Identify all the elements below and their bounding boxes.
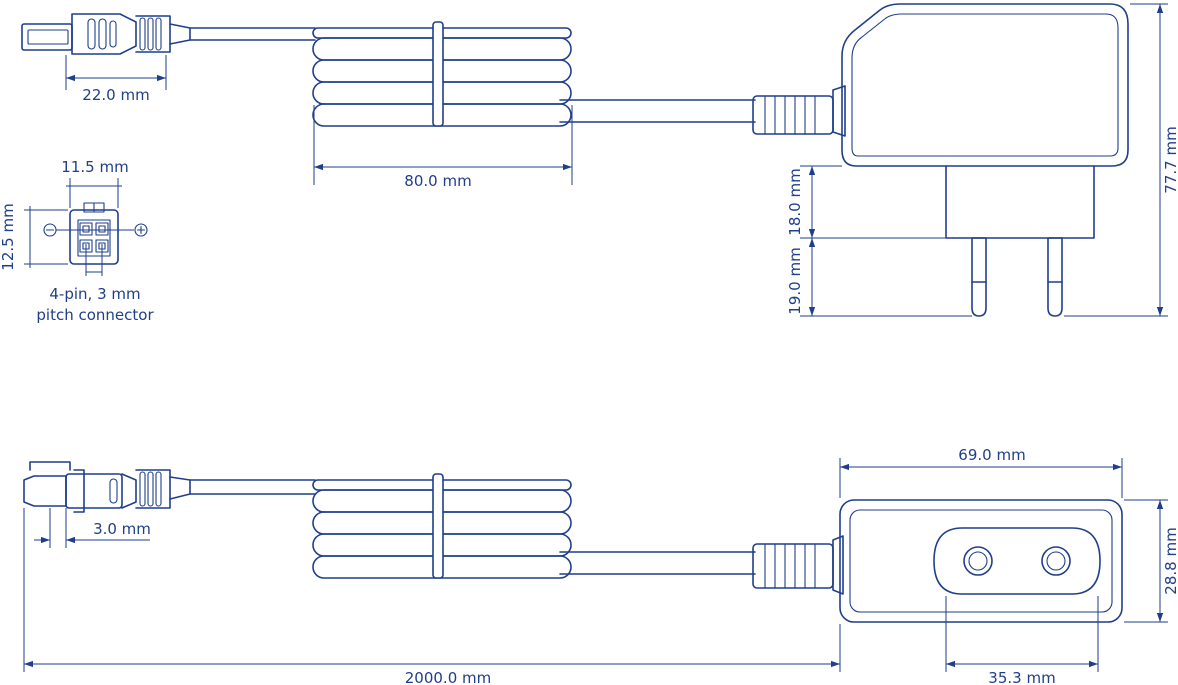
- plus-icon: [134, 223, 148, 237]
- dim-adapter-width: [839, 458, 1123, 498]
- label-cable-length: 2000.0 mm: [405, 669, 491, 685]
- cable-coil-bottom: [189, 473, 756, 579]
- dim-cable-length: [23, 508, 841, 672]
- connector-front-view: [56, 202, 134, 276]
- dim-plug-offset: [34, 508, 150, 548]
- label-plug-length: 22.0 mm: [82, 86, 149, 104]
- dim-socket-width: [945, 596, 1099, 672]
- adapter-body-front: [839, 499, 1123, 623]
- label-connector-description-line2: pitch connector: [36, 306, 154, 324]
- dim-plug-length: [65, 55, 167, 90]
- strain-relief-bottom: [752, 535, 844, 595]
- top-view: 22.0 mm 80.0 mm: [0, 3, 1178, 324]
- label-pin-length: 19.0 mm: [786, 247, 804, 314]
- cable-coil: [189, 21, 756, 127]
- bottom-view: 3.0 mm 69.0 mm 28.8 mm 2000.0 mm 35.: [23, 446, 1178, 685]
- label-pin-base-height: 18.0 mm: [786, 168, 804, 235]
- label-total-height: 77.7 mm: [1162, 126, 1178, 193]
- label-socket-width: 35.3 mm: [988, 669, 1055, 685]
- dim-coil-width: [313, 105, 573, 185]
- dim-total-height: [1064, 3, 1168, 317]
- label-adapter-width: 69.0 mm: [958, 446, 1025, 464]
- label-coil-width: 80.0 mm: [404, 172, 471, 190]
- label-connector-description-line1: 4-pin, 3 mm: [49, 285, 140, 303]
- dim-pin: [800, 165, 972, 317]
- adapter-body-side: [841, 3, 1129, 317]
- cable-connector-plug-side: [23, 461, 191, 513]
- minus-icon: [43, 223, 57, 237]
- cable-connector-plug: [21, 13, 191, 55]
- label-adapter-depth: 28.8 mm: [1162, 527, 1178, 594]
- label-connector-width: 11.5 mm: [61, 158, 128, 176]
- dim-connector-height: [24, 206, 68, 268]
- label-connector-height: 12.5 mm: [0, 203, 17, 270]
- strain-relief: [752, 85, 846, 137]
- label-plug-offset: 3.0 mm: [93, 520, 151, 538]
- dim-adapter-depth: [1124, 499, 1168, 623]
- dim-connector-width: [66, 178, 122, 208]
